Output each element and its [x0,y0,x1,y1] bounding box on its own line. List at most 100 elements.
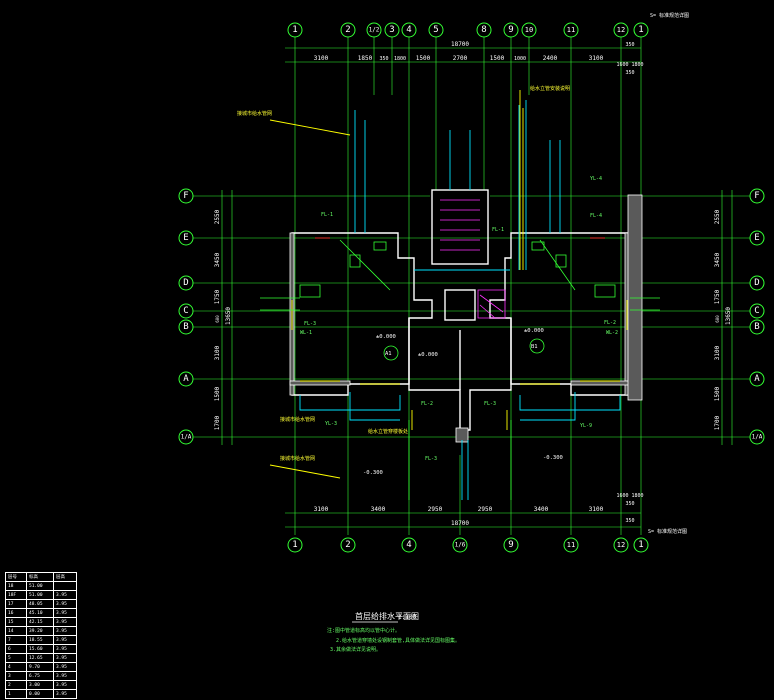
axis-bubble-left: C [178,303,194,319]
callout-note: 给水立管安装说明 [530,85,570,92]
axis-bubble-bottom: 1/6 [452,537,468,553]
table-cell: 45.10 [26,608,54,618]
svg-text:F: F [183,191,188,201]
table-cell: 1 [5,689,27,699]
table-cell: 3.95 [53,653,77,663]
svg-text:11: 11 [567,541,575,549]
callout-note: 接城市给水管网 [280,455,315,462]
svg-text:B: B [754,322,759,332]
level-label: ±0.000 [418,352,438,358]
svg-text:1700: 1700 [714,415,721,430]
table-cell: 18 [5,581,27,591]
svg-text:9: 9 [508,25,513,35]
table-cell: 7 [5,635,27,645]
axis-bubble-right: F [749,188,765,204]
callout-note: 接城市给水管网 [280,416,315,423]
table-cell: 9.70 [26,662,54,672]
level-label: ±0.000 [376,334,396,340]
table-cell: 17 [5,599,27,609]
axis-bubble-top: 1 [633,22,649,38]
table-header-row: 层号标高层高 [5,572,77,582]
svg-text:350: 350 [625,518,634,524]
bottom-dimensions: 3100 3400 2950 2950 3400 3100 18700 1600… [285,493,644,528]
sink-fixture [373,241,387,251]
table-cell: 3.95 [53,680,77,690]
svg-text:4: 4 [406,25,411,35]
svg-text:YL-3: YL-3 [325,421,337,427]
svg-text:3450: 3450 [714,252,721,267]
svg-text:FL-1: FL-1 [321,212,333,218]
svg-text:1850: 1850 [358,55,373,62]
table-cell: 层号 [5,572,27,582]
svg-text:1600 1800: 1600 1800 [616,493,643,499]
svg-text:1600 1800: 1600 1800 [616,62,643,68]
drawing-title: 首层给排水平面图 [355,611,419,621]
svg-text:2550: 2550 [714,209,721,224]
level-label: ±0.000 [524,328,544,334]
svg-text:WL-2: WL-2 [606,330,618,336]
svg-text:3100: 3100 [589,506,604,513]
svg-text:3100: 3100 [714,345,721,360]
fixtures [299,241,616,361]
axis-bubble-top: 1/2 [366,22,382,38]
svg-text:18700: 18700 [451,520,469,527]
svg-text:1: 1 [638,25,643,35]
svg-text:1: 1 [292,540,297,550]
svg-text:1500: 1500 [214,386,221,401]
svg-text:5: 5 [433,25,438,35]
axis-bubble-right: B [749,319,765,335]
table-cell [53,581,77,591]
svg-text:1/6: 1/6 [455,542,466,549]
svg-text:3400: 3400 [371,506,386,513]
svg-text:2550: 2550 [214,209,221,224]
axis-bubble-left: 1/A [178,429,194,445]
plan-labels: A1 B1 ±0.000 ±0.000 ±0.000 -0.300 -0.300… [237,85,618,476]
axis-bubble-bottom: 11 [563,537,579,553]
axis-bubble-bottom: 12 [613,537,629,553]
left-axis-bubbles: F E D C B A 1/A [178,188,194,445]
svg-text:13650: 13650 [225,307,232,325]
axis-bubble-left: F [178,188,194,204]
table-cell: 层高 [53,572,77,582]
svg-text:1000: 1000 [514,56,526,62]
table-cell: 39.20 [26,626,54,636]
note-line: 3.其余做法详见说明。 [330,646,381,653]
svg-text:FL-3: FL-3 [304,321,316,327]
svg-text:2950: 2950 [478,506,493,513]
axis-bubble-left: A [178,371,194,387]
axis-bubble-top: 11 [563,22,579,38]
axis-bubble-left: D [178,275,194,291]
svg-text:C: C [183,306,188,316]
svg-text:D: D [183,278,188,288]
level-label: -0.300 [543,455,563,461]
svg-text:A: A [183,374,189,384]
svg-text:350: 350 [625,501,634,507]
note-line: 2.给水管道穿墙处设钢制套管,具体做法详见国标图集。 [336,637,460,644]
table-cell: 16 [5,608,27,618]
table-cell: 6 [5,644,27,654]
top-dimensions: 18700 3100 1850 350 1800 1500 2700 1500 … [285,41,644,76]
axis-bubble-top: 12 [613,22,629,38]
axis-bubble-top: 5 [428,22,444,38]
axis-bubble-top: 3 [384,22,400,38]
svg-text:E: E [754,233,759,243]
top-axis-bubbles: 1 2 1/2 3 4 5 8 9 10 11 12 1 [287,22,649,38]
svg-text:FL-2: FL-2 [421,401,433,407]
svg-text:F: F [754,191,759,201]
svg-text:350: 350 [625,70,634,76]
axis-bubble-right: E [749,230,765,246]
sink-fixture [531,241,545,251]
table-cell: 12.65 [26,653,54,663]
svg-text:2: 2 [345,25,350,35]
